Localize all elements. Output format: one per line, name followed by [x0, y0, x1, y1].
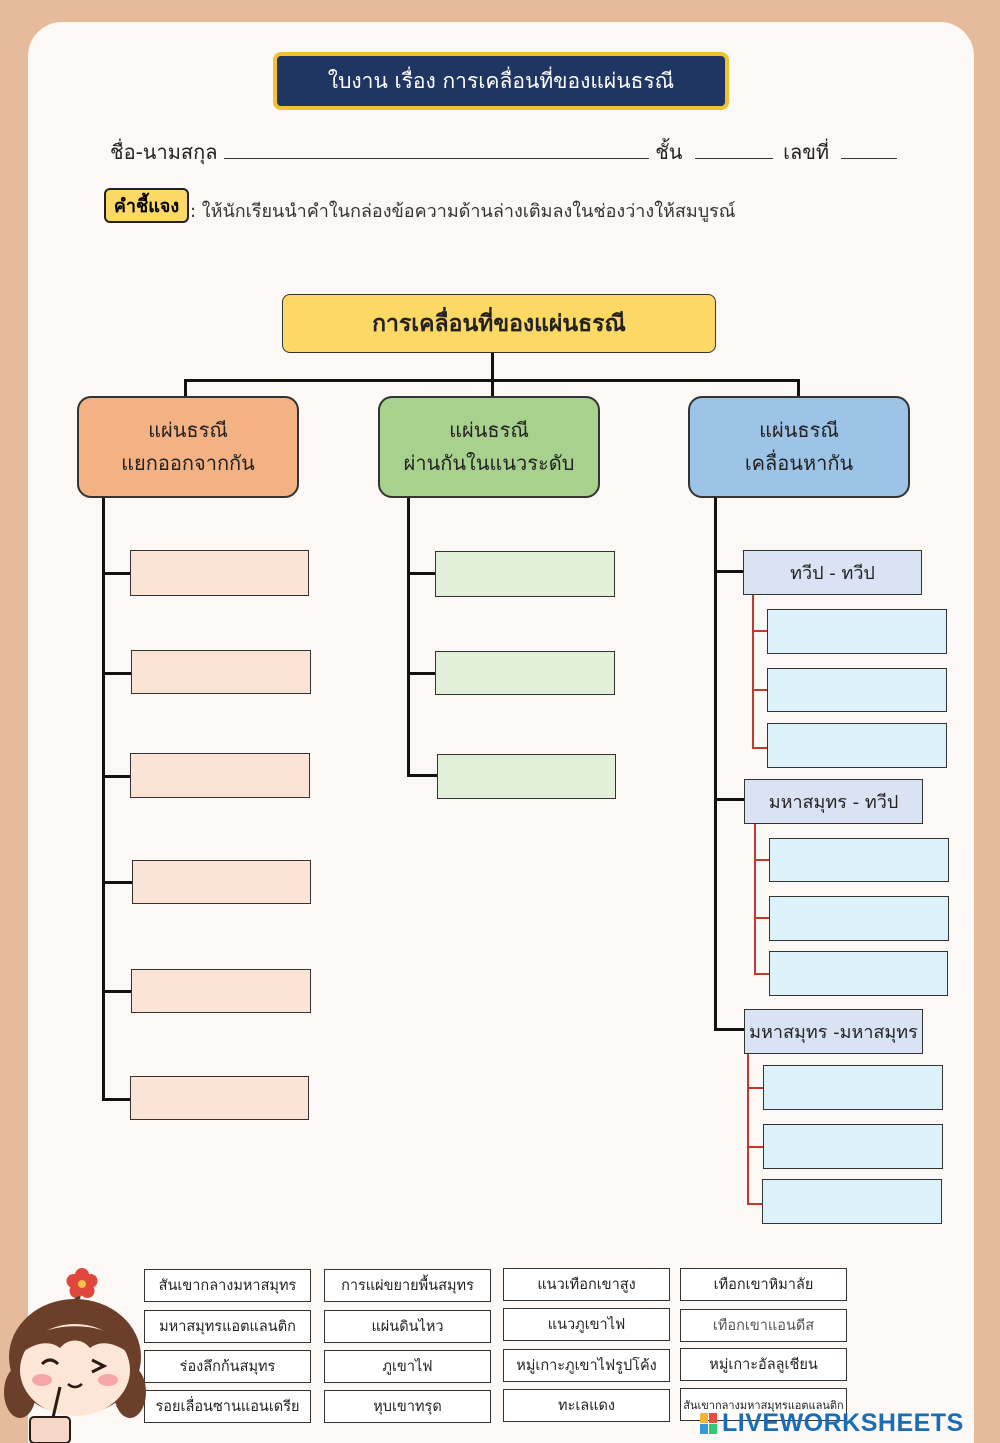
word-bank-item[interactable]: หมู่เกาะอัลลูเชียน [680, 1348, 847, 1381]
category-convergent: แผ่นธรณี เคลื่อนหากัน [688, 396, 910, 498]
subcategory-continent-continent: ทวีป - ทวีป [743, 550, 922, 595]
root-connector [491, 353, 494, 381]
subbranch-tick [752, 689, 768, 691]
convergent-trunk [714, 498, 717, 1031]
answer-blank-cc-1[interactable] [767, 609, 947, 654]
category-divergent-line2: แยกออกจากกัน [121, 451, 255, 475]
category-divergent: แผ่นธรณี แยกออกจากกัน [77, 396, 299, 498]
transform-tick [407, 774, 438, 777]
word-bank-item[interactable]: เทือกเขาหิมาลัย [680, 1268, 847, 1301]
subbranch-tick [754, 859, 770, 861]
word-bank-item[interactable]: ทะเลแดง [503, 1389, 670, 1422]
branch-right-drop [797, 379, 800, 397]
answer-blank-divergent-2[interactable] [131, 650, 311, 694]
subbranch-tick [747, 1203, 764, 1205]
divergent-tick [102, 1098, 131, 1101]
word-bank-item[interactable]: รอยเลื่อนซานแอนเดรีย [144, 1390, 311, 1423]
instruction-text: : ให้นักเรียนนำคำในกล่องข้อความด้านล่างเ… [190, 201, 736, 222]
answer-blank-transform-1[interactable] [435, 551, 615, 597]
subbranch-tick [747, 1087, 764, 1089]
girl-illustration [4, 1268, 146, 1443]
liveworksheets-logo-icon [700, 1413, 717, 1434]
divergent-tick [102, 881, 133, 884]
number-field[interactable] [841, 138, 898, 159]
answer-blank-divergent-4[interactable] [132, 860, 311, 904]
subbranch-tick [754, 973, 770, 975]
word-bank-item[interactable]: หุบเขาทรุด [324, 1390, 491, 1423]
divergent-tick [102, 572, 131, 575]
diagram-root: การเคลื่อนที่ของแผ่นธรณี [282, 294, 716, 353]
convergent-tick [714, 570, 744, 573]
subcategory-ocean-ocean: มหาสมุทร -มหาสมุทร [744, 1009, 923, 1054]
subbranch-line [752, 595, 754, 749]
answer-blank-oo-3[interactable] [762, 1179, 942, 1224]
divergent-tick [102, 672, 131, 675]
category-divergent-line1: แผ่นธรณี [148, 418, 228, 442]
subbranch-line [754, 824, 756, 975]
word-bank-item[interactable]: ภูเขาไฟ [324, 1350, 491, 1383]
answer-blank-oc-1[interactable] [769, 838, 949, 882]
answer-blank-cc-3[interactable] [767, 723, 947, 768]
category-convergent-line1: แผ่นธรณี [759, 418, 839, 442]
word-bank-item[interactable]: มหาสมุทรแอตแลนติก [144, 1310, 311, 1343]
number-label: เลขที่ [783, 140, 830, 164]
category-convergent-line2: เคลื่อนหากัน [744, 451, 854, 475]
divergent-trunk [102, 498, 105, 1101]
divergent-tick [102, 775, 131, 778]
divergent-tick [102, 990, 131, 993]
subbranch-tick [747, 1146, 764, 1148]
word-bank-item[interactable]: หมู่เกาะภูเขาไฟรูปโค้ง [503, 1349, 670, 1382]
branch-left-drop [184, 379, 187, 397]
word-bank-item[interactable]: ร่องลึกก้นสมุทร [144, 1350, 311, 1383]
name-label: ชื่อ-นามสกุล [110, 140, 218, 164]
answer-blank-oc-2[interactable] [769, 896, 949, 941]
class-label: ชั้น [655, 140, 683, 164]
word-bank-item[interactable]: สันเขากลางมหาสมุทร [144, 1269, 311, 1302]
answer-blank-oc-3[interactable] [769, 951, 948, 996]
word-bank-item[interactable]: แนวเทือกเขาสูง [503, 1268, 670, 1301]
word-bank-item[interactable]: แนวภูเขาไฟ [503, 1308, 670, 1341]
category-transform-line2: ผ่านกันในแนวระดับ [403, 451, 575, 475]
instruction-badge: คำชี้แจง [104, 188, 189, 223]
answer-blank-oo-1[interactable] [763, 1065, 943, 1110]
answer-blank-oo-2[interactable] [763, 1124, 943, 1169]
word-bank-item[interactable]: การแผ่ขยายพื้นสมุทร [324, 1269, 491, 1302]
subbranch-tick [752, 747, 768, 749]
subbranch-tick [754, 917, 770, 919]
transform-tick [407, 572, 436, 575]
convergent-tick [714, 798, 745, 801]
subbranch-tick [752, 630, 768, 632]
answer-blank-transform-3[interactable] [437, 754, 616, 799]
category-transform-line1: แผ่นธรณี [449, 418, 529, 442]
transform-tick [407, 672, 436, 675]
answer-blank-divergent-5[interactable] [131, 969, 311, 1013]
category-transform: แผ่นธรณี ผ่านกันในแนวระดับ [378, 396, 600, 498]
student-info-row: ชื่อ-นามสกุล ชั้น เลขที่ [110, 136, 898, 168]
subcategory-ocean-continent: มหาสมุทร - ทวีป [744, 779, 923, 824]
word-bank-item[interactable]: แผ่นดินไหว [324, 1310, 491, 1343]
name-field[interactable] [223, 138, 649, 159]
class-field[interactable] [694, 138, 773, 159]
answer-blank-divergent-6[interactable] [130, 1076, 309, 1120]
answer-blank-cc-2[interactable] [767, 668, 947, 712]
answer-blank-transform-2[interactable] [435, 651, 615, 695]
answer-blank-divergent-1[interactable] [130, 550, 309, 596]
worksheet-title: ใบงาน เรื่อง การเคลื่อนที่ของแผ่นธรณี [273, 52, 729, 110]
word-bank-item[interactable]: เทือกเขาแอนดีส [680, 1309, 847, 1342]
transform-trunk [407, 498, 410, 777]
liveworksheets-logo[interactable]: LIVEWORKSHEETS [722, 1409, 964, 1437]
answer-blank-divergent-3[interactable] [130, 753, 310, 798]
branch-middle-drop [491, 379, 494, 397]
convergent-tick [714, 1028, 745, 1031]
subbranch-line [747, 1054, 749, 1205]
